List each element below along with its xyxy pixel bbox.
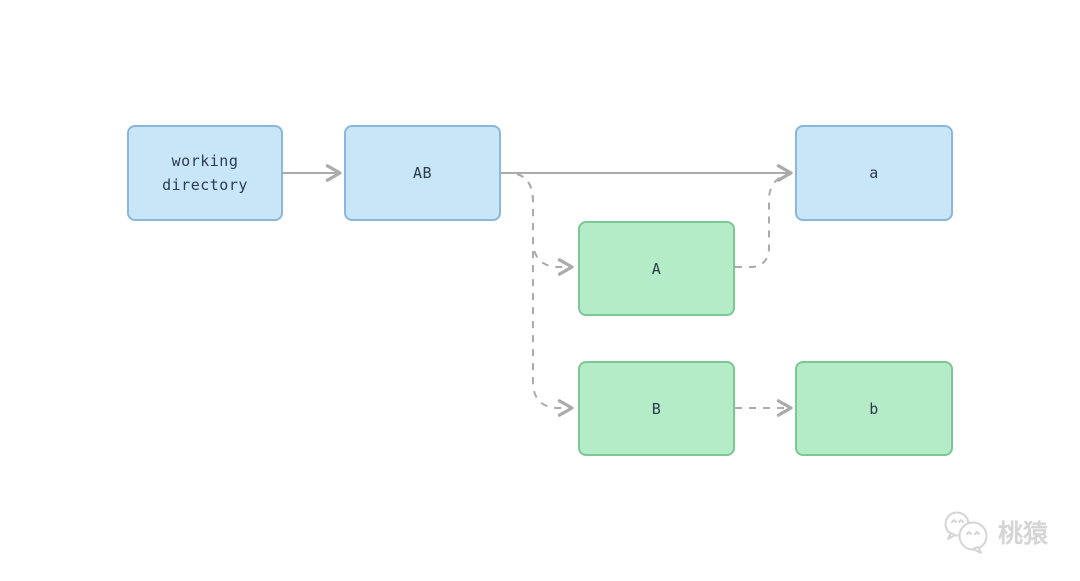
node-B-label: B	[651, 399, 662, 418]
edge-A-to-a	[735, 173, 789, 268]
node-A-label: A	[651, 259, 662, 278]
node-AB-label: AB	[412, 164, 433, 182]
node-working-directory-label: working directory	[162, 152, 248, 194]
wechat-logo-icon	[944, 511, 988, 554]
node-A: A	[578, 221, 735, 316]
node-b-label: b	[869, 399, 879, 418]
edge-AB-to-A	[516, 173, 574, 276]
node-working-directory: working directory	[127, 125, 283, 221]
node-B: B	[578, 361, 735, 456]
watermark-label: 桃猿	[997, 519, 1048, 548]
node-b: b	[795, 361, 953, 456]
edge-AB-to-B	[516, 173, 574, 417]
node-a-label: a	[869, 164, 879, 182]
node-a: a	[795, 125, 953, 221]
node-AB: AB	[344, 125, 501, 221]
watermark: 桃猿	[940, 509, 1048, 555]
